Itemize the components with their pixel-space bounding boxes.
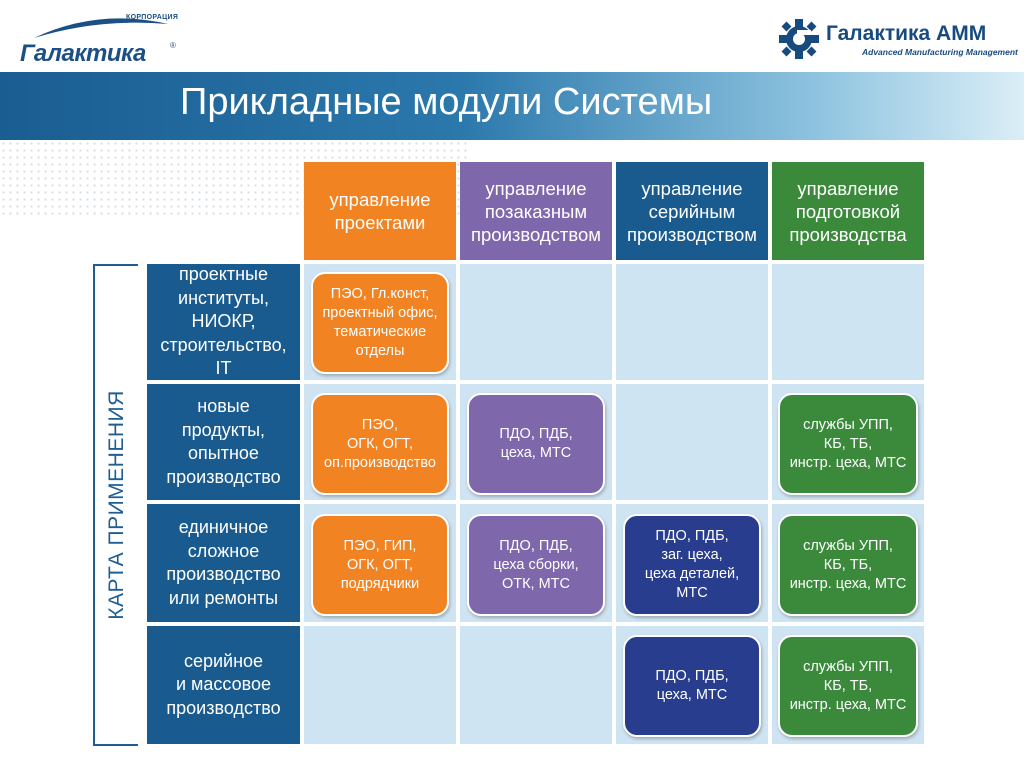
- galaktika-corporation-logo: КОРПОРАЦИЯ Галактика ®: [20, 14, 180, 67]
- module-pill-mass-preparation: службы УПП, КБ, ТБ, инстр. цеха, МТС: [778, 635, 918, 737]
- module-pill-mass-serial: ПДО, ПДБ, цеха, МТС: [623, 635, 761, 737]
- side-label-text: КАРТА ПРИМЕНЕНИЯ: [105, 390, 128, 620]
- logo-registered-mark: ®: [170, 41, 176, 50]
- module-pill-text: службы УПП, КБ, ТБ, инстр. цеха, МТС: [789, 416, 907, 471]
- row-label-single-complex: единичное сложное производство или ремон…: [147, 504, 300, 622]
- column-header-serial-production: управление серийным производством: [616, 162, 768, 260]
- module-pill-single-projects: ПЭО, ГИП, ОГК, ОГТ, подрядчики: [311, 514, 449, 616]
- module-pill-text: ПДО, ПДБ, цеха, МТС: [499, 426, 573, 461]
- grid-cell: [772, 264, 924, 380]
- slide-title: Прикладные модули Системы: [180, 81, 713, 123]
- title-band: Прикладные модули Системы: [0, 72, 1024, 140]
- module-pill-text: ПЭО, Гл.конст, проектный офис, тематичес…: [322, 286, 438, 359]
- side-bracket: [93, 264, 138, 746]
- logo-arc-icon: [34, 18, 168, 38]
- module-pill-text: ПДО, ПДБ, заг. цеха, цеха деталей, МТС: [644, 528, 740, 601]
- logo-word: Галактика: [20, 40, 146, 67]
- grid-cell: [616, 384, 768, 500]
- module-pill-new-products-projects: ПЭО, ОГК, ОГТ, оп.производство: [311, 393, 449, 495]
- galaktika-amm-logo: Галактика АММ Advanced Manufacturing Man…: [778, 18, 1018, 62]
- row-label-new-products: новые продукты, опытное производство: [147, 384, 300, 500]
- module-pill-single-preparation: службы УПП, КБ, ТБ, инстр. цеха, МТС: [778, 514, 918, 616]
- grid-cell: [460, 626, 612, 744]
- module-pill-single-serial: ПДО, ПДБ, заг. цеха, цеха деталей, МТС: [623, 514, 761, 616]
- module-pill-single-custom: ПДО, ПДБ, цеха сборки, ОТК, МТС: [467, 514, 605, 616]
- column-header-label: управление подготовкой производства: [789, 177, 907, 245]
- column-header-custom-production: управление позаказным производством: [460, 162, 612, 260]
- row-label-text: серийное и массовое производство: [166, 650, 281, 718]
- module-pill-project-design: ПЭО, Гл.конст, проектный офис, тематичес…: [311, 272, 449, 374]
- row-label-design-institutes: проектные институты, НИОКР, строительств…: [147, 264, 300, 380]
- module-pill-text: ПЭО, ГИП, ОГК, ОГТ, подрядчики: [340, 537, 420, 592]
- module-pill-text: службы УПП, КБ, ТБ, инстр. цеха, МТС: [789, 537, 907, 592]
- module-pill-text: ПДО, ПДБ, цеха сборки, ОТК, МТС: [493, 537, 579, 592]
- column-header-label: управление проектами: [329, 189, 431, 233]
- column-header-project-management: управление проектами: [304, 162, 456, 260]
- module-pill-text: ПДО, ПДБ, цеха, МТС: [655, 668, 729, 703]
- grid-cell: [304, 626, 456, 744]
- module-pill-new-products-custom: ПДО, ПДБ, цеха, МТС: [467, 393, 605, 495]
- grid-cell: [460, 264, 612, 380]
- row-label-text: единичное сложное производство или ремон…: [166, 517, 281, 608]
- module-pill-text: службы УПП, КБ, ТБ, инстр. цеха, МТС: [789, 658, 907, 713]
- logo-subtitle: Advanced Manufacturing Management: [862, 47, 1018, 57]
- column-header-label: управление позаказным производством: [470, 177, 602, 245]
- header: [0, 0, 1024, 72]
- row-label-text: новые продукты, опытное производство: [166, 396, 281, 487]
- row-label-serial-mass: серийное и массовое производство: [147, 626, 300, 744]
- gear-icon: [779, 19, 819, 59]
- logo-name: Галактика АММ: [826, 22, 987, 45]
- column-header-production-preparation: управление подготовкой производства: [772, 162, 924, 260]
- logo-corp-text: КОРПОРАЦИЯ: [126, 14, 179, 21]
- row-label-text: проектные институты, НИОКР, строительств…: [160, 264, 287, 379]
- column-header-label: управление серийным производством: [626, 177, 758, 245]
- module-pill-new-products-preparation: службы УПП, КБ, ТБ, инстр. цеха, МТС: [778, 393, 918, 495]
- grid-cell: [616, 264, 768, 380]
- module-pill-text: ПЭО, ОГК, ОГТ, оп.производство: [324, 416, 436, 471]
